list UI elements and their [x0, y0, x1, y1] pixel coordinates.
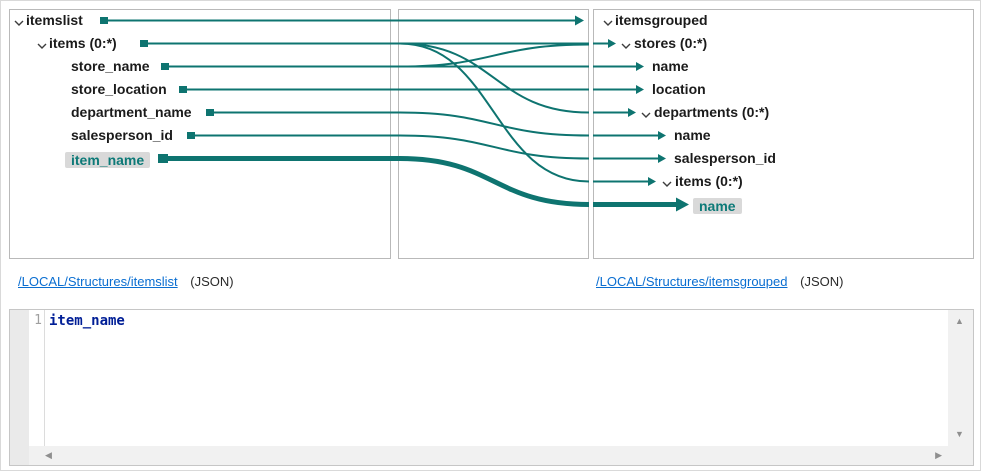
source-structure-link-row: /LOCAL/Structures/itemslist (JSON) [18, 273, 234, 291]
editor-gutter [10, 310, 29, 465]
target-structure-link-row: /LOCAL/Structures/itemsgrouped (JSON) [596, 273, 843, 291]
target-row-name-selected[interactable]: name [693, 193, 742, 216]
line-number: 1 [34, 313, 42, 328]
vertical-scrollbar[interactable]: ▲ ▼ [948, 310, 973, 446]
scroll-down-icon[interactable]: ▼ [955, 429, 964, 439]
target-format-label: (JSON) [800, 274, 844, 289]
source-structure-link[interactable]: /LOCAL/Structures/itemslist [18, 274, 178, 289]
chevron-down-icon[interactable] [13, 17, 25, 29]
mapping-canvas-panel [398, 9, 589, 259]
scroll-up-icon[interactable]: ▲ [955, 316, 964, 326]
scrollbar-corner [948, 446, 973, 465]
expression-editor[interactable]: 1 item_name ▲ ▼ ◀ ▶ [9, 309, 974, 466]
chevron-down-icon[interactable] [661, 178, 673, 190]
chevron-down-icon[interactable] [640, 109, 652, 121]
editor-line-number-column: 1 [29, 310, 45, 446]
target-structure-link[interactable]: /LOCAL/Structures/itemsgrouped [596, 274, 788, 289]
chevron-down-icon[interactable] [36, 40, 48, 52]
chevron-down-icon[interactable] [602, 17, 614, 29]
editor-code-content[interactable]: item_name [49, 313, 125, 329]
chevron-down-icon[interactable] [620, 40, 632, 52]
source-format-label: (JSON) [190, 274, 234, 289]
scroll-left-icon[interactable]: ◀ [45, 450, 52, 460]
scroll-right-icon[interactable]: ▶ [935, 450, 942, 460]
horizontal-scrollbar[interactable]: ◀ ▶ [29, 446, 948, 465]
source-row-item-name-selected[interactable]: item_name [65, 147, 151, 170]
